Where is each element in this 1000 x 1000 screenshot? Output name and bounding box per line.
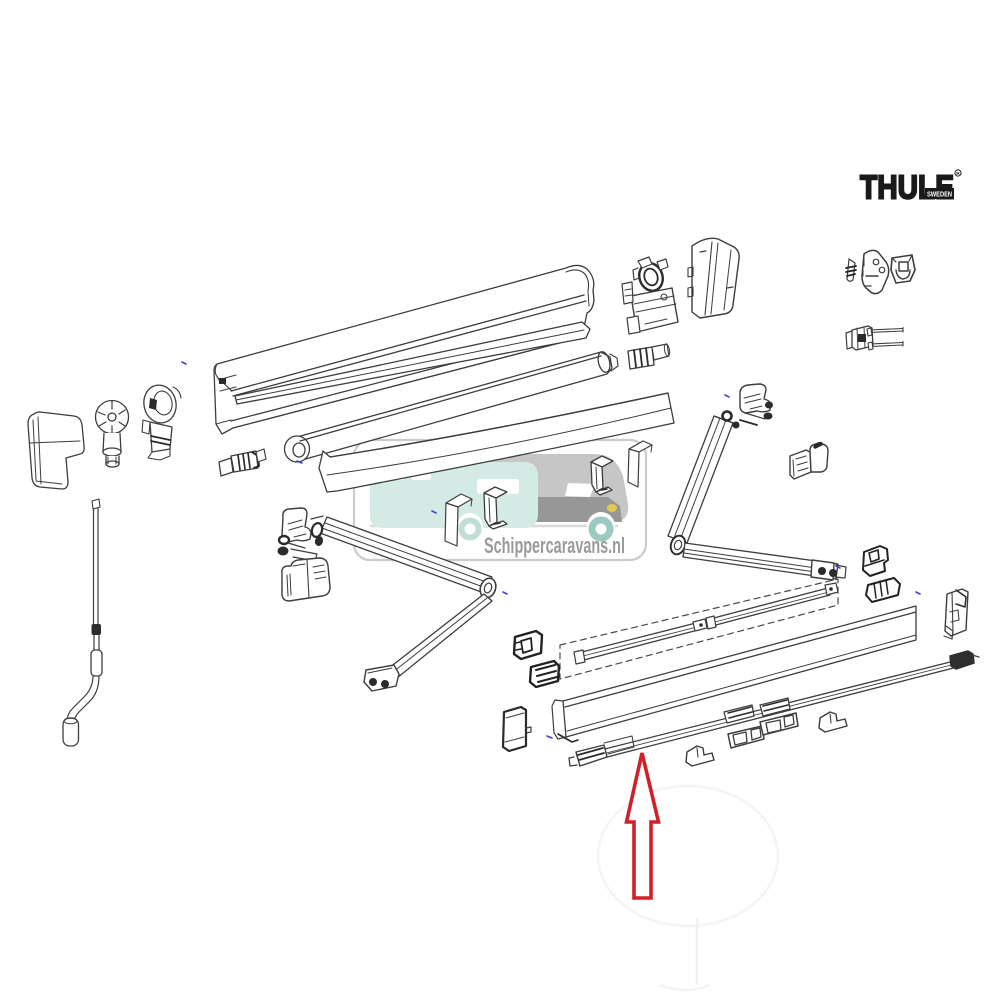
svg-text:R: R (956, 171, 960, 177)
svg-text:Schippercaravans.nl: Schippercaravans.nl (484, 533, 625, 558)
svg-text:SWEDEN: SWEDEN (927, 192, 952, 199)
